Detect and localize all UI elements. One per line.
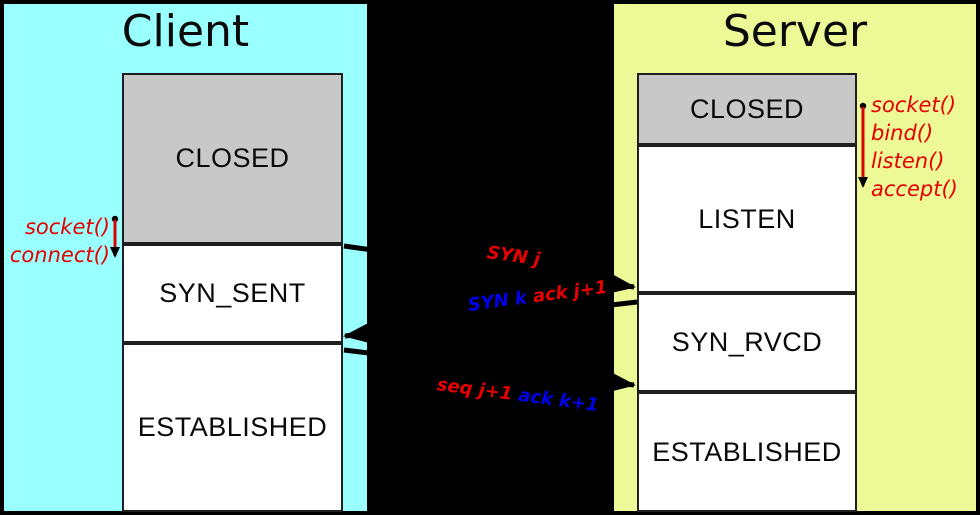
client-panel-title: Client	[121, 6, 250, 57]
server-syscall-bind: bind()	[871, 121, 934, 145]
syn-k-label-text: SYN k	[466, 286, 535, 316]
server-syscall-socket: socket()	[871, 93, 957, 117]
ack-j-label-text: ack j+1	[531, 276, 609, 308]
seq-j-label-text: seq j+1	[435, 374, 520, 406]
syn-label-text: SYN j	[485, 242, 542, 271]
syn-ack-message-label: SYN k ack j+1	[467, 277, 609, 316]
server-panel-title: Server	[722, 6, 868, 57]
ack-k-label-text: ack k+1	[517, 384, 600, 417]
server-state-closed: CLOSED	[637, 73, 857, 145]
server-state-listen: LISTEN	[637, 145, 857, 293]
server-syscalls: socket() bind() listen() accept()	[871, 91, 977, 203]
ack-arrow	[343, 347, 636, 393]
client-state-established: ESTABLISHED	[122, 343, 343, 512]
client-state-syn-sent: SYN_SENT	[122, 244, 343, 343]
server-syscall-listen: listen()	[871, 149, 945, 173]
server-state-syn-rvcd: SYN_RVCD	[637, 293, 857, 392]
client-syscalls: socket() connect()	[8, 213, 110, 269]
client-syscall-socket: socket()	[24, 215, 110, 239]
client-state-closed: CLOSED	[122, 73, 343, 244]
syn-message-label: SYN j	[486, 242, 542, 270]
server-syscall-accept: accept()	[871, 177, 958, 201]
server-state-established: ESTABLISHED	[637, 392, 857, 512]
ack-message-label: seq j+1 ack k+1	[436, 374, 600, 416]
client-syscall-connect: connect()	[9, 243, 110, 267]
